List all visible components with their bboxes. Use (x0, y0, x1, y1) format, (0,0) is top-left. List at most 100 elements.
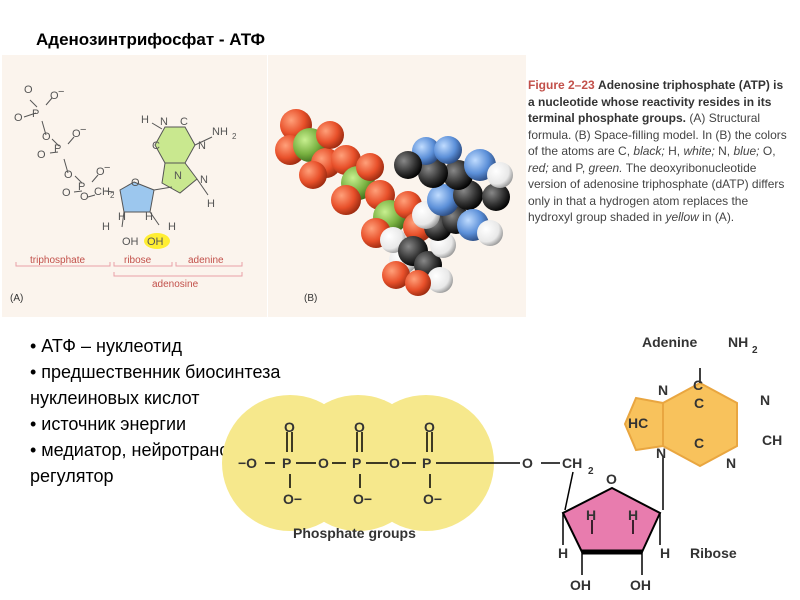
oh-label: OH (122, 236, 139, 248)
structural-formula-svg: O P O O − O P O O − O P O O − O CH 2 O H… (10, 84, 243, 304)
phosphate-minus-o-label: −O (238, 455, 257, 471)
ribose-h-label: H (145, 211, 153, 223)
phosphate-o-label: O (389, 455, 400, 471)
adenine-c-label: C (180, 116, 188, 128)
panel-a-label: (A) (10, 293, 23, 304)
adenine-n-label: N (726, 455, 736, 471)
phosphate-atom-label: O (50, 90, 59, 102)
adenine-n-label: N (200, 174, 208, 186)
triphosphate-bracket-label: triphosphate (30, 255, 85, 266)
ribose-ring (561, 486, 662, 553)
caption-text: in (A). (702, 210, 735, 224)
caption-text: N, (718, 144, 731, 158)
nh2-subscript: 2 (752, 345, 758, 356)
phosphate-atom-label: P (54, 143, 61, 155)
adenine-five-ring (161, 162, 198, 194)
caption-text: H, (668, 144, 681, 158)
adenine-label: Adenine (642, 334, 697, 350)
caption-italic: green. (588, 160, 623, 175)
ribose-oh-label: OH (570, 577, 591, 593)
phosphate-atom-label: − (80, 124, 86, 136)
ribose-h-label: H (102, 221, 110, 233)
space-filling-panel: (B) (268, 55, 526, 317)
adenine-hc-label: HC (628, 415, 648, 431)
phosphate-atom-label: O (96, 166, 105, 178)
bridge-o-label: O (522, 455, 533, 471)
adenine-h-label: H (207, 198, 215, 210)
adenine-c-label: C (693, 377, 703, 393)
nh2-subscript: 2 (232, 132, 237, 141)
phosphate-o-label: O (284, 419, 295, 435)
ribose-h-label: H (660, 545, 670, 561)
structural-formula-panel: O P O O − O P O O − O P O O − O CH 2 O H… (2, 55, 267, 317)
caption-italic: blue; (733, 144, 760, 158)
nh2-label: NH (728, 334, 748, 350)
caption-text: and P, (552, 160, 586, 175)
phosphate-atom-label: P (78, 181, 85, 193)
bullet-list: • АТФ – нуклеотид • предшественник биоси… (30, 333, 310, 489)
phosphate-atom-label: O (24, 84, 33, 96)
phosphate-atom-label: − (58, 86, 64, 98)
adenine-n-label: N (198, 140, 206, 152)
oh-highlight (144, 233, 170, 249)
ch2-label: CH (562, 455, 582, 471)
adenine-n-label: N (658, 382, 668, 398)
ribose-h-label: H (168, 221, 176, 233)
phosphate-atom-label: O (80, 191, 89, 203)
adenine-c-label: C (152, 140, 160, 152)
phosphate-o-label: O (318, 455, 329, 471)
adenine-c-label: C (694, 435, 704, 451)
phosphate-atom-label: O (14, 112, 23, 124)
figure-caption: Figure 2–23 Adenosine triphosphate (ATP)… (528, 77, 790, 226)
phosphate-groups-label: Phosphate groups (293, 525, 416, 541)
phosphate-o-minus-label: O− (423, 491, 442, 507)
ribose-ring (119, 181, 155, 213)
phosphate-p-label: P (352, 455, 361, 471)
adenine-n-label: N (160, 116, 168, 128)
oh-highlighted-label: OH (147, 236, 164, 248)
adenine-n-label: N (760, 392, 770, 408)
adenine-bracket-label: adenine (188, 255, 224, 266)
phosphate-atom-label: O (42, 131, 51, 143)
adenine-n-label: N (174, 170, 182, 182)
adenine-n-label: N (656, 445, 666, 461)
ch2-subscript: 2 (110, 191, 115, 200)
caption-italic: yellow (665, 210, 699, 224)
ribose-o-label: O (131, 177, 140, 189)
caption-headline: Adenosine triphosphate (ATP) is a nucleo… (528, 78, 784, 125)
panel-b-label: (B) (304, 293, 317, 304)
phosphate-circles (222, 395, 494, 531)
phosphate-p-label: P (282, 455, 291, 471)
caption-text: (A) Structural formula. (B) Space-fillin… (528, 111, 787, 158)
caption-text: O, (762, 144, 776, 158)
phosphate-o-label: O (354, 419, 365, 435)
ribose-oh-label: OH (630, 577, 651, 593)
ch2-label: CH (94, 186, 110, 198)
phosphate-atom-label: O (64, 169, 73, 181)
ribose-h-label: H (628, 507, 638, 523)
adenine-five-ring (623, 396, 664, 452)
bullet-item: • АТФ – нуклеотид (30, 336, 182, 356)
adenosine-bracket-label: adenosine (152, 279, 199, 290)
bullet-item: • предшественник биосинтеза нуклеиновых … (30, 362, 281, 408)
phosphate-atom-label: − (104, 162, 110, 174)
caption-italic: black; (633, 144, 665, 158)
phosphate-atom-label: O (37, 149, 46, 161)
phosphate-atom-label: P (32, 108, 39, 120)
atom-spheres (275, 109, 513, 296)
figure-number: Figure 2–23 (528, 78, 595, 92)
ch2-subscript: 2 (588, 466, 594, 477)
phosphate-atom-label: O (62, 187, 71, 199)
ribose-bracket-label: ribose (124, 255, 152, 266)
page-title: Аденозинтрифосфат - АТФ (36, 30, 265, 49)
phosphate-o-label: O (424, 419, 435, 435)
space-filling-svg: (B) (275, 109, 513, 304)
caption-text: The deoxyribonucleotide version of adeno… (528, 160, 785, 225)
caption-italic: white; (683, 144, 715, 158)
phosphate-atom-label: O (72, 128, 81, 140)
phosphate-o-minus-label: O− (283, 491, 302, 507)
adenine-ch-label: CH (762, 432, 782, 448)
adenine-c-label: C (694, 395, 704, 411)
nh2-label: NH (212, 126, 228, 138)
